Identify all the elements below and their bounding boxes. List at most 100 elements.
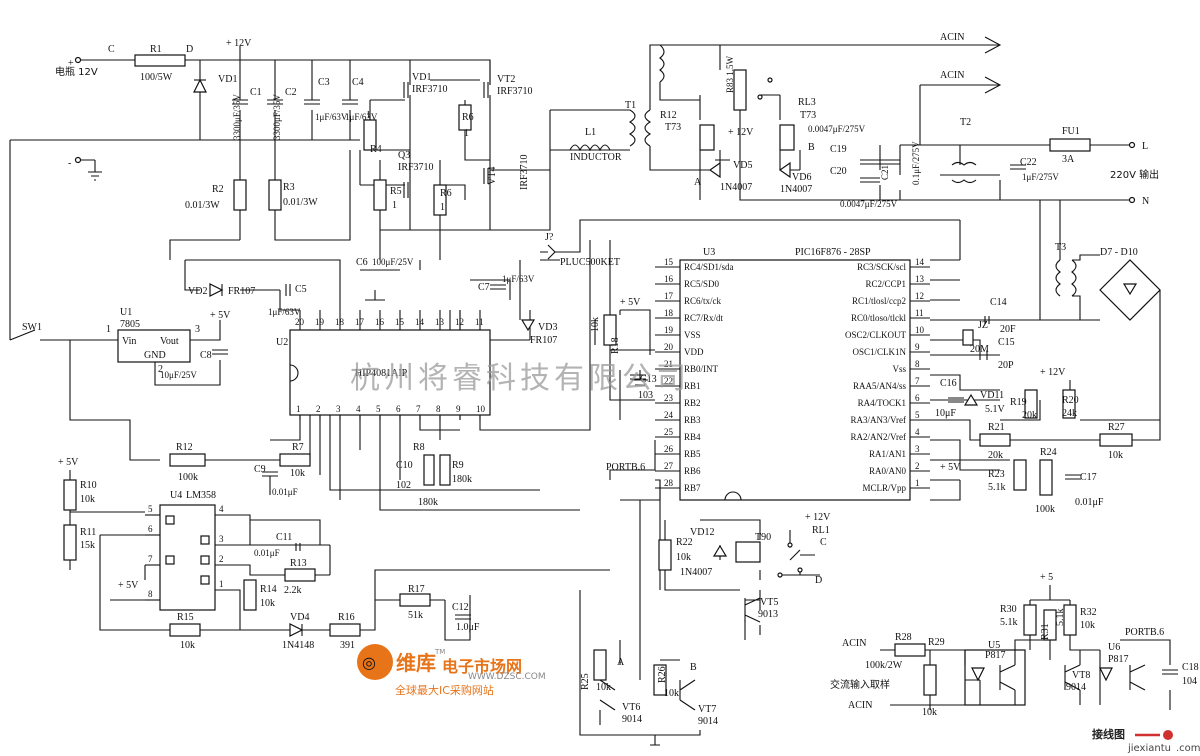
r29-val: 10k [922,707,937,718]
u6-ref: U6 [1108,642,1120,653]
r24-body [1039,459,1053,496]
r15-body [169,623,201,637]
r3-ref: R3 [283,182,295,193]
u3-lpin-label: RB5 [684,449,701,459]
r13-ref: R13 [290,558,307,569]
node-c-label: C [108,44,115,55]
acin-top-b: ACIN [940,70,964,81]
vd12-val: 1N4007 [680,567,712,578]
battery-terminal-pos [74,56,82,64]
r6b-ref: R6 [440,188,452,199]
r12-val: 100k [178,472,198,483]
c4-ref: C4 [352,77,364,88]
u1-vout: Vout [160,336,179,347]
vt6-vt7-drivers: R25 10k A VT6 9014 R26 10k B VT7 9014 [579,480,718,746]
vt6-ref: VT6 [622,702,640,713]
u2-pin-9: 9 [456,404,461,414]
r6a-value: 1 [464,128,469,139]
r83-label: R83 1.5W [725,55,735,93]
u3-rpin-14: 14 [915,257,925,267]
portb-b: PORTB.6 [1125,627,1164,638]
c18-val: 104 [1182,676,1197,687]
c15-ref: C15 [998,337,1015,348]
c7-ref: C7 [478,282,490,293]
r12-body [169,453,206,467]
u4-val: LM358 [186,490,216,501]
u4-ref: U4 [170,490,182,501]
r31-ref: R31 [1040,623,1051,640]
u4-pin-7: 7 [148,554,153,564]
u2-pin-15: 15 [395,317,405,327]
rail-12v-label: + 12V [226,38,252,49]
r4-ref: R4 [370,144,382,155]
u2-pin-10: 10 [476,404,486,414]
r10-ref: R10 [80,480,97,491]
logo-tm: TM [434,648,445,656]
vd12-diode-icon [712,544,728,557]
r4-body [363,119,377,151]
r12-t73-ref: R12 [660,110,677,121]
c1-ref: C1 [250,87,262,98]
u3-lpin-label: VDD [684,347,704,357]
r32-body [1063,604,1077,636]
u2-pin-5: 5 [376,404,381,414]
r6b-body [433,184,447,216]
r13-val: 2.2k [284,585,302,596]
rl3-ref: RL3 [798,97,816,108]
sample-label: 交流输入取样 [830,678,890,691]
u3-plus5: + 5V [620,297,641,308]
u3-lpin-label: RB3 [684,415,701,425]
j-ref: J? [545,232,554,243]
battery-plus: + [68,58,74,69]
vd3-ref: VD3 [538,322,557,333]
c21-val: 0.1μF/275V [911,141,921,185]
battery-label: 电瓶 12V [55,65,98,78]
battery-minus: - [68,158,71,169]
r10-body [63,479,77,511]
u3-lpin-24: 24 [664,410,674,420]
r13-body [284,568,316,582]
u5-ref: U5 [988,640,1000,651]
r25-val: 10k [596,682,611,693]
vd1-diode-icon [193,78,207,93]
r2-ref: R2 [212,184,224,195]
u2-pin-16: 16 [375,317,385,327]
r16-ref: R16 [338,612,355,623]
u3-lpin-label: RB2 [684,398,701,408]
ac-output-section: ACIN ACIN T2 0.0047μF/275V C19 C20 C21 0… [808,32,1161,421]
u3-lpin-label: RC6/tx/ck [684,296,722,306]
u3-lpin-26: 26 [664,444,674,454]
r31-val: 5.1k [1055,609,1066,627]
fu1-body [1049,138,1091,152]
corner-site: 接线图 [1092,727,1125,741]
u4-pin-2: 2 [219,554,224,564]
out-n-terminal [1128,196,1136,204]
u1-ref: U1 [120,307,132,318]
u4-pin-3: 3 [219,534,224,544]
relay-coil-a [699,124,715,151]
r11-ref: R11 [80,527,96,538]
u3-lpin-label: RB6 [684,466,701,476]
r26-ref: R26 [657,666,668,683]
rl1-driver: R22 10k VD12 1N4007 T90 + 12V RL1 C D VT… [658,512,831,640]
u3-lpin-16: 16 [664,274,674,284]
c1-value: 3300μF/35V [232,94,242,140]
rl3-plus12: + 12V [728,127,754,138]
logo-slogan: 全球最大IC采购网站 [395,683,494,697]
r7-val: 10k [290,468,305,479]
r5-value: 1 [392,200,397,211]
r8-ref: R8 [413,442,425,453]
r2-value: 0.01/3W [185,200,220,211]
c17-val: 0.01μF [1075,497,1104,508]
r25-body [593,649,607,681]
c7-val: 1μF/63V [502,274,535,284]
rl1-coil [735,541,761,563]
c6-ref: C6 [356,257,368,268]
u3-lpin-label: VSS [684,330,701,340]
u5-val: P817 [985,650,1006,661]
r23-body [1013,459,1027,491]
node-b: B [808,142,815,153]
c3-value: 1μF/63V [315,112,348,122]
c20-ref: C20 [830,166,847,177]
u2-pin-20: 20 [295,317,305,327]
